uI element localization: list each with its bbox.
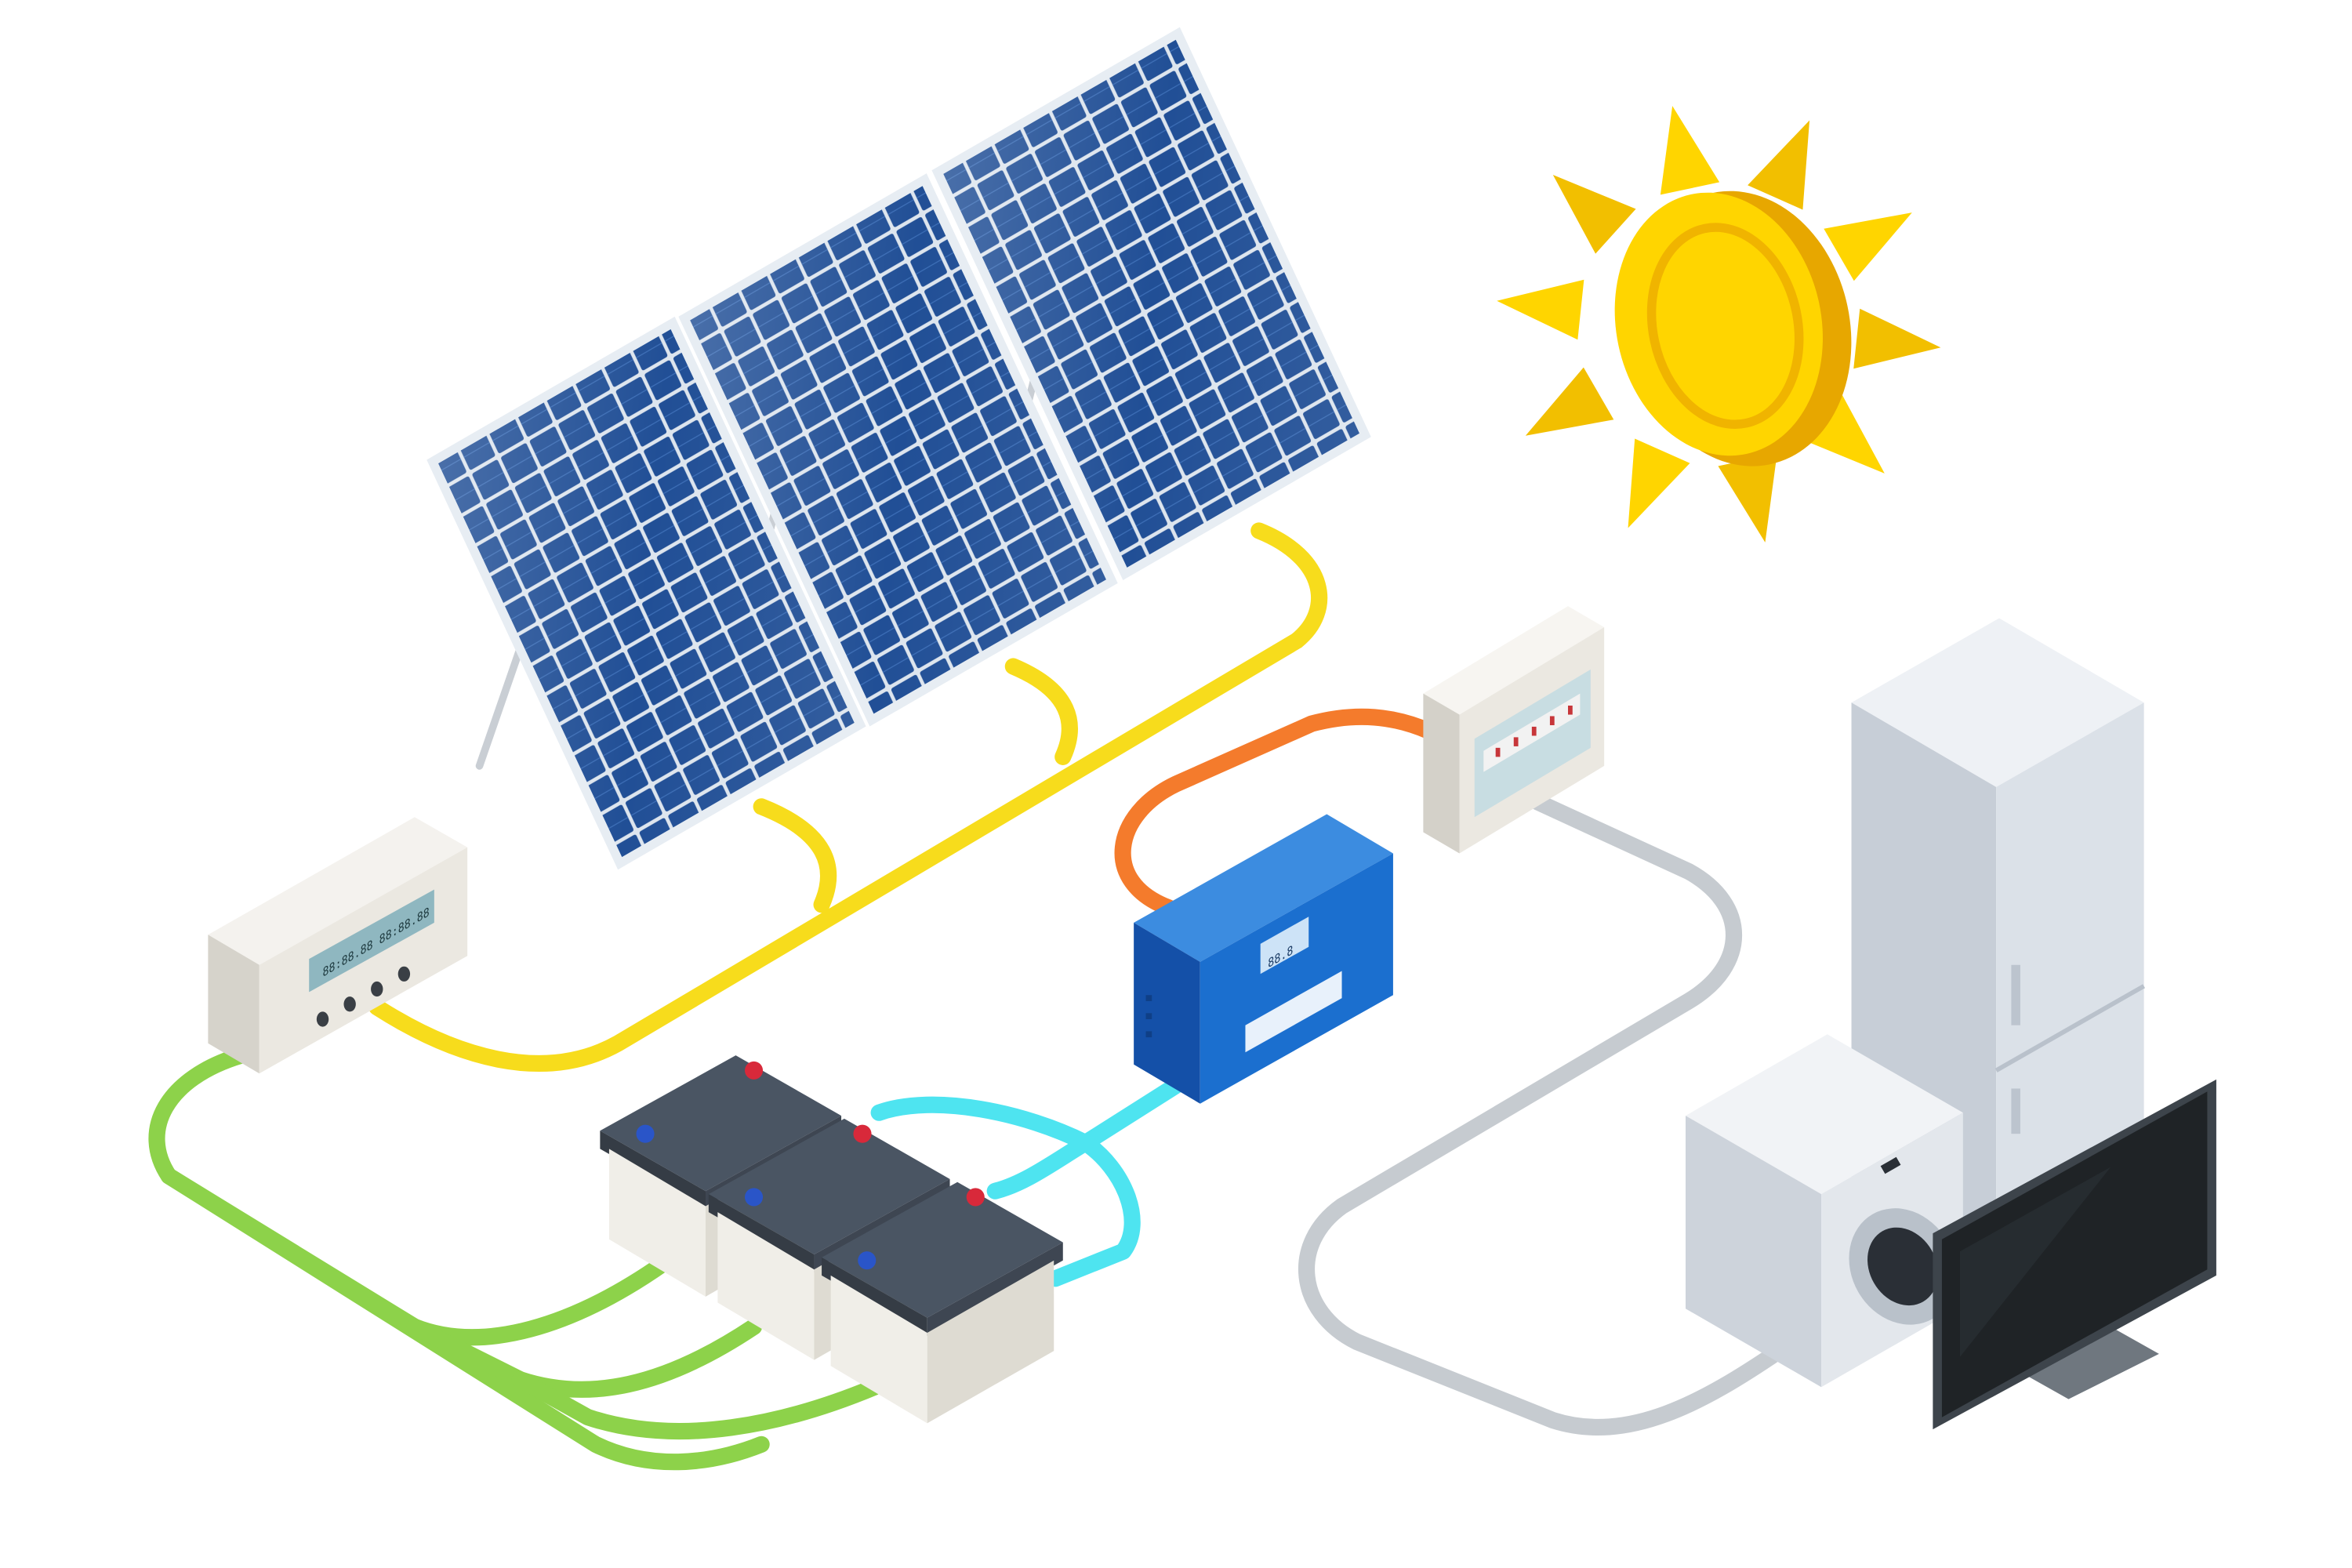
inverter-icon: 88.8 [1134, 814, 1393, 1104]
tv-icon [1933, 1079, 2216, 1430]
battery-icon-3 [822, 1181, 1063, 1424]
charge-controller-icon: 88:88.88 88:88.88 [208, 817, 468, 1074]
solar-panel-1 [426, 316, 866, 870]
green-cable [148, 1047, 883, 1471]
battery-bank [600, 1055, 1063, 1424]
gray-cable [1298, 793, 1788, 1436]
circuit-breaker-panel-icon [1423, 606, 1605, 854]
solar-panel-array [426, 27, 1371, 870]
solar-panel-2 [678, 173, 1118, 727]
sun-rays [1497, 106, 1941, 543]
washing-machine-icon [1686, 1034, 1963, 1388]
solar-panel-3 [931, 27, 1371, 581]
yellow-cable [368, 522, 1328, 1072]
sun-icon [1497, 106, 1941, 543]
cyan-cable [870, 1077, 1185, 1287]
orange-cable [1114, 708, 1438, 916]
cables [148, 522, 1788, 1471]
